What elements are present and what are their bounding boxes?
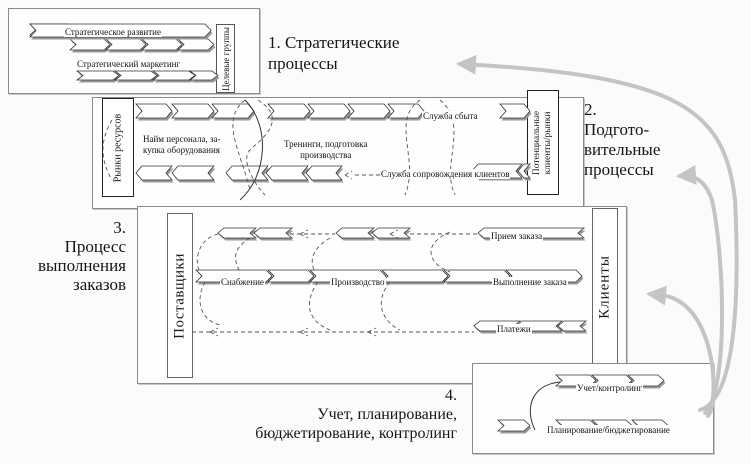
heading-strategic: 1. Стратегические процессы — [268, 32, 399, 74]
order-fulfillment-label: Выполнение заказа — [492, 277, 568, 287]
heading-preparatory: 2. Подгото- вительные процессы — [584, 100, 660, 180]
heading-accounting-line2: бюджетирование, контролинг — [255, 425, 457, 442]
sales-service-label: Служба сбыта — [422, 111, 479, 121]
heading-accounting: 4. Учет, планирование, бюджетирование, к… — [200, 386, 457, 443]
potential-clients-line2: клиенты/рынки — [543, 111, 553, 174]
target-groups-label: Целевые группы — [220, 26, 231, 91]
resource-markets-label: Рынки ресурсов — [112, 113, 124, 182]
heading-preparatory-line2: вительные — [584, 140, 661, 159]
heading-order-line1: Процесс — [64, 237, 126, 256]
potential-clients-label: Потенциальные клиенты/рынки — [532, 110, 554, 174]
production-label: Производство — [330, 277, 386, 287]
suppliers-box: Поставщики — [167, 213, 193, 378]
suppliers-label: Поставщики — [171, 252, 188, 339]
control-label: Учет/контролинг — [576, 383, 644, 393]
heading-order-number: 3. — [113, 218, 126, 237]
hiring-label: Найм персонала, за- купка оборудования — [142, 134, 221, 156]
supply-label: Снабжение — [220, 277, 265, 287]
target-groups-box: Целевые группы — [216, 24, 235, 93]
potential-clients-box: Потенциальные клиенты/рынки — [527, 90, 559, 195]
heading-strategic-line1: 1. Стратегические — [268, 33, 400, 52]
resource-markets-box: Рынки ресурсов — [102, 98, 134, 197]
heading-preparatory-line1: Подгото- — [584, 120, 650, 139]
heading-order-fulfillment: 3. Процесс выполнения заказов — [20, 218, 126, 294]
heading-accounting-line1: Учет, планирование, — [317, 406, 457, 423]
heading-order-line2: выполнения — [38, 256, 126, 275]
clients-box: Клиенты — [592, 208, 618, 365]
potential-clients-line1: Потенциальные — [532, 110, 542, 175]
heading-order-line3: заказов — [73, 275, 126, 294]
order-intake-label: Прием заказа — [490, 231, 544, 241]
strategic-development-label: Стратегическое развитие — [64, 27, 162, 37]
hiring-line2: купка оборудования — [143, 145, 220, 155]
training-line1: Тренинги, подготовка — [284, 139, 368, 149]
planning-label: Планирование/бюджетирование — [546, 425, 671, 435]
heading-preparatory-line3: процессы — [584, 160, 654, 179]
accounting-box — [472, 363, 714, 454]
training-label: Тренинги, подготовка производства — [283, 139, 368, 161]
heading-accounting-number: 4. — [445, 387, 457, 404]
strategic-marketing-label: Стратегический маркетинг — [76, 59, 182, 69]
order-fulfillment-box — [137, 206, 627, 384]
training-line2: производства — [300, 150, 352, 160]
payments-label: Платежи — [496, 324, 532, 334]
hiring-line1: Найм персонала, за- — [143, 134, 221, 144]
client-support-label: Служба сопровождения клиентов — [380, 169, 511, 179]
heading-strategic-line2: процессы — [268, 54, 338, 73]
heading-preparatory-number: 2. — [584, 100, 597, 119]
clients-label: Клиенты — [596, 254, 613, 319]
